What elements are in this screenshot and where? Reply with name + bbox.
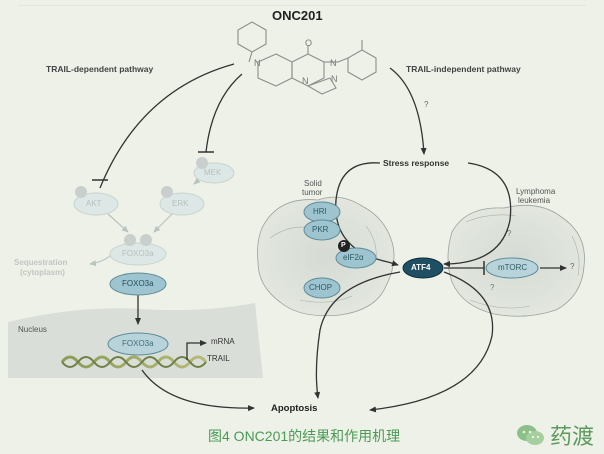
akt-label: AKT <box>86 199 102 208</box>
mtorc-label: mTORC <box>498 263 528 272</box>
atom-n2: N <box>330 58 337 68</box>
eif2a-phospho-badge <box>338 240 350 252</box>
eif2a-phospho-label: P <box>341 242 346 249</box>
hri-label: HRI <box>313 207 327 216</box>
protein-mek <box>193 157 235 184</box>
inhibit-mek-line <box>205 73 243 153</box>
lymphoma-label-2: leukemia <box>518 196 551 205</box>
mrna-label: mRNA <box>211 337 235 346</box>
trail-independent-arrow <box>389 67 427 155</box>
figure-caption: 图4 ONC201的结果和作用机理 <box>208 428 401 444</box>
atom-n1: N <box>254 58 261 68</box>
atom-n3: N <box>302 76 309 86</box>
onc201-structure <box>237 21 377 95</box>
chop-label: CHOP <box>309 283 333 292</box>
solid-tumor-label-2: tumor <box>302 188 323 197</box>
eif2a-label: eIF2α <box>343 253 364 262</box>
atf4-label: ATF4 <box>411 263 431 272</box>
trail-dependent-label: TRAIL-dependent pathway <box>46 64 154 74</box>
watermark-text: 药渡 <box>550 424 595 449</box>
foxo3a-active-label: FOXO3a <box>122 279 154 288</box>
watermark: 药渡 <box>516 419 594 451</box>
foxo3a-phospho-label: FOXO3a <box>122 249 154 258</box>
atom-n4: N <box>331 74 338 84</box>
erk-label: ERK <box>172 199 189 208</box>
protein-akt <box>73 186 119 216</box>
protein-foxo3a-nucleus <box>107 332 169 356</box>
stress-response-label: Stress response <box>383 158 450 168</box>
unknown-mark-upper: ? <box>507 229 512 238</box>
protein-foxo3a-phospho <box>109 234 167 266</box>
protein-mtorc <box>485 257 539 279</box>
atf4-left-apoptosis-arrow <box>314 271 401 399</box>
apoptosis-label: Apoptosis <box>271 403 318 414</box>
trail-gene-label: TRAIL <box>207 354 230 363</box>
atom-o: O <box>305 38 312 48</box>
protein-eif2a <box>335 247 377 269</box>
solid-tumor-cell <box>257 196 395 317</box>
unknown-mark-mtorc: ? <box>570 262 575 271</box>
protein-atf4 <box>402 257 444 279</box>
unknown-mark-lower: ? <box>490 283 495 292</box>
pkr-label: PKR <box>312 225 329 234</box>
wechat-icon <box>517 425 544 445</box>
inhibit-akt-line <box>99 63 235 189</box>
protein-pkr <box>303 219 341 241</box>
sequestration-label: Sequestration <box>14 258 68 267</box>
protein-chop <box>303 277 341 299</box>
mek-label: MEK <box>204 168 222 177</box>
trail-to-apoptosis-arrow <box>141 369 255 412</box>
stress-loop-right <box>443 162 512 267</box>
unknown-mark-pathway: ? <box>424 100 429 109</box>
compound-title: ONC201 <box>272 8 323 23</box>
nucleus-label: Nucleus <box>18 325 47 334</box>
trail-independent-label: TRAIL-independent pathway <box>406 64 521 74</box>
solid-tumor-label-1: Solid <box>304 179 322 188</box>
cytoplasm-label: (cytoplasm) <box>20 268 65 277</box>
protein-erk <box>159 186 205 216</box>
atf4-right-apoptosis-arrow <box>369 271 494 413</box>
top-divider <box>18 5 586 6</box>
protein-foxo3a-active <box>109 272 167 296</box>
lymphoma-label-1: Lymphoma <box>516 187 556 196</box>
foxo3a-nucleus-label: FOXO3a <box>122 339 154 348</box>
transcription-arrow <box>186 340 207 360</box>
trail-dna-helix <box>60 355 208 369</box>
